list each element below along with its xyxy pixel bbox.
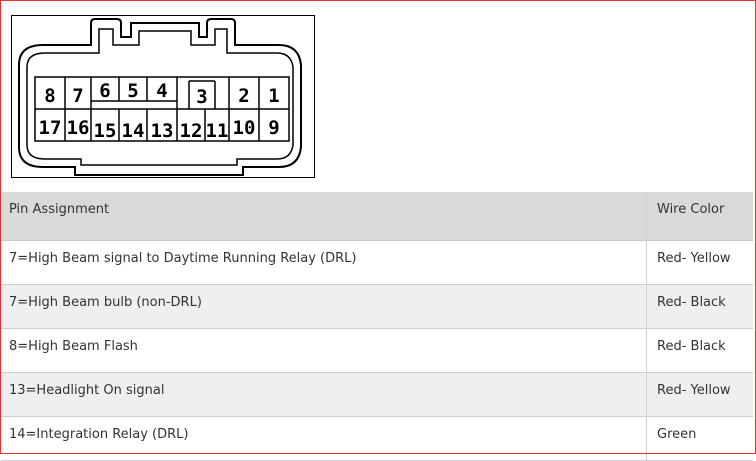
diagram-border [11,15,315,178]
cell-wire-color: Red- Black [646,328,753,373]
pin-label-4: 4 [156,80,167,102]
housing-inner [26,28,294,166]
pin-label-7: 7 [72,85,83,107]
header-pin-assignment: Pin Assignment [1,192,647,241]
pin-label-5: 5 [127,80,138,102]
cell-pin: 13=Headlight On signal [1,372,647,417]
pin-label-2: 2 [238,85,249,107]
connector-diagram: 8 7 6 5 4 3 2 1 17 16 15 14 13 12 11 10 … [11,15,315,178]
pin-assignment-table: Pin Assignment Wire Color 7=High Beam si… [1,192,753,461]
table-header-row: Pin Assignment Wire Color [1,192,753,241]
table-row: 7=High Beam bulb (non-DRL) Red- Black [1,284,753,329]
cell-wire-color: Red- Yellow [646,240,753,285]
pin-label-10: 10 [233,117,256,139]
pin-grid [34,76,290,142]
cell-wire-color: Red- Black [646,284,753,329]
pin-label-1: 1 [268,85,279,107]
pin-label-8: 8 [44,85,55,107]
pin-label-14: 14 [122,120,145,142]
pin-label-11: 11 [206,120,229,142]
table-row: 8=High Beam Flash Red- Black [1,328,753,373]
connector-svg: 8 7 6 5 4 3 2 1 17 16 15 14 13 12 11 10 … [11,15,315,178]
housing-outer [18,18,302,176]
table-row: 7=High Beam signal to Daytime Running Re… [1,240,753,285]
pin-label-3: 3 [196,86,207,108]
header-wire-color: Wire Color [646,192,753,241]
cell-pin: 8=High Beam Flash [1,328,647,373]
cell-pin: 7=High Beam signal to Daytime Running Re… [1,240,647,285]
pin-label-16: 16 [67,117,90,139]
pin-label-17: 17 [39,117,62,139]
table-row: 13=Headlight On signal Red- Yellow [1,372,753,417]
pin-label-6: 6 [99,80,110,102]
pin-label-9: 9 [268,117,279,139]
pin-label-12: 12 [180,120,203,142]
pin-label-13: 13 [151,120,174,142]
pin-label-15: 15 [94,120,117,142]
cell-pin: 7=High Beam bulb (non-DRL) [1,284,647,329]
cell-wire-color: Red- Yellow [646,372,753,417]
